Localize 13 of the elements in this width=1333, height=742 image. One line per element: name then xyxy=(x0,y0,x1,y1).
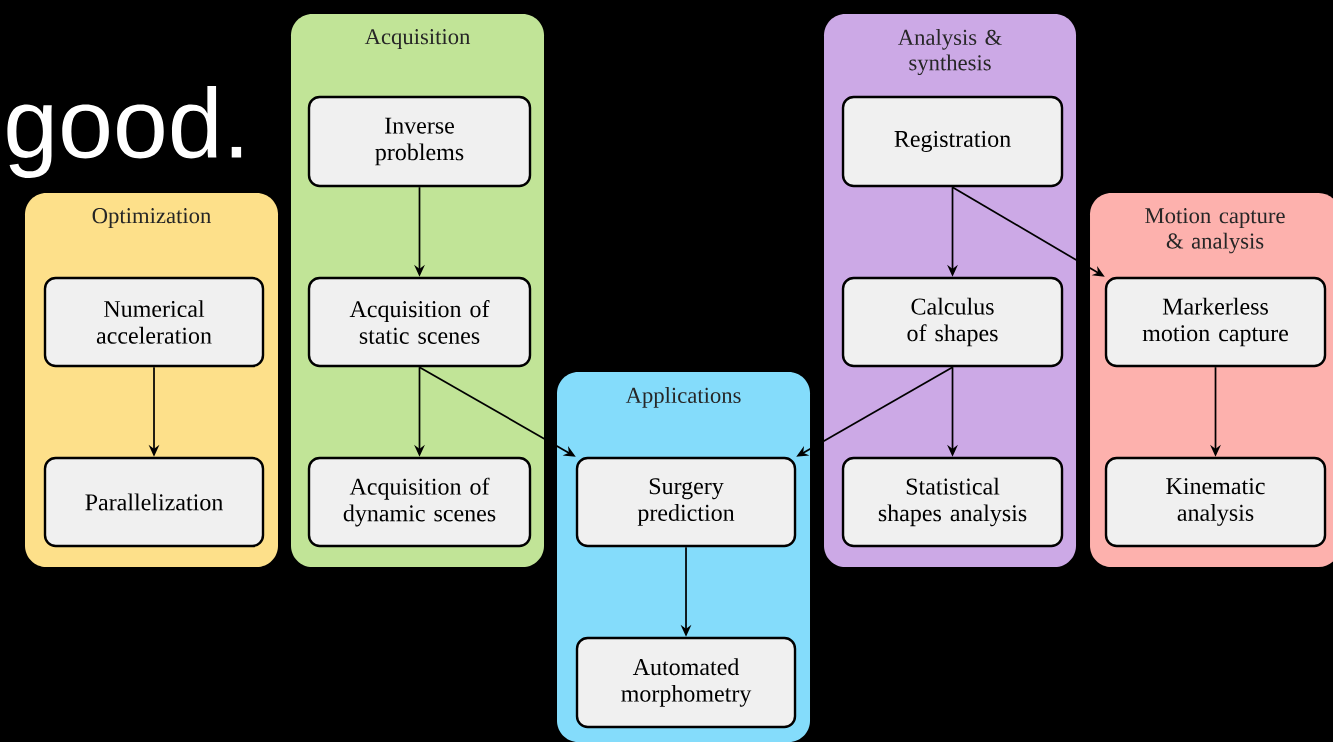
process-box: Automated morphometry xyxy=(575,636,797,729)
process-box: Markerless motion capture xyxy=(1104,276,1327,368)
process-box: Numerical acceleration xyxy=(43,276,265,368)
process-box: Inverse problems xyxy=(307,95,532,188)
process-box: Calculus of shapes xyxy=(841,276,1064,368)
process-box: Statistical shapes analysis xyxy=(841,456,1064,548)
big-word: good. xyxy=(7,86,242,178)
process-box: Acquisition of dynamic scenes xyxy=(307,456,532,548)
process-box: Kinematic analysis xyxy=(1104,456,1327,548)
process-box: Acquisition of static scenes xyxy=(307,276,532,368)
process-box: Registration xyxy=(841,95,1064,188)
process-box: Parallelization xyxy=(43,456,265,548)
process-box: Surgery prediction xyxy=(575,456,797,548)
